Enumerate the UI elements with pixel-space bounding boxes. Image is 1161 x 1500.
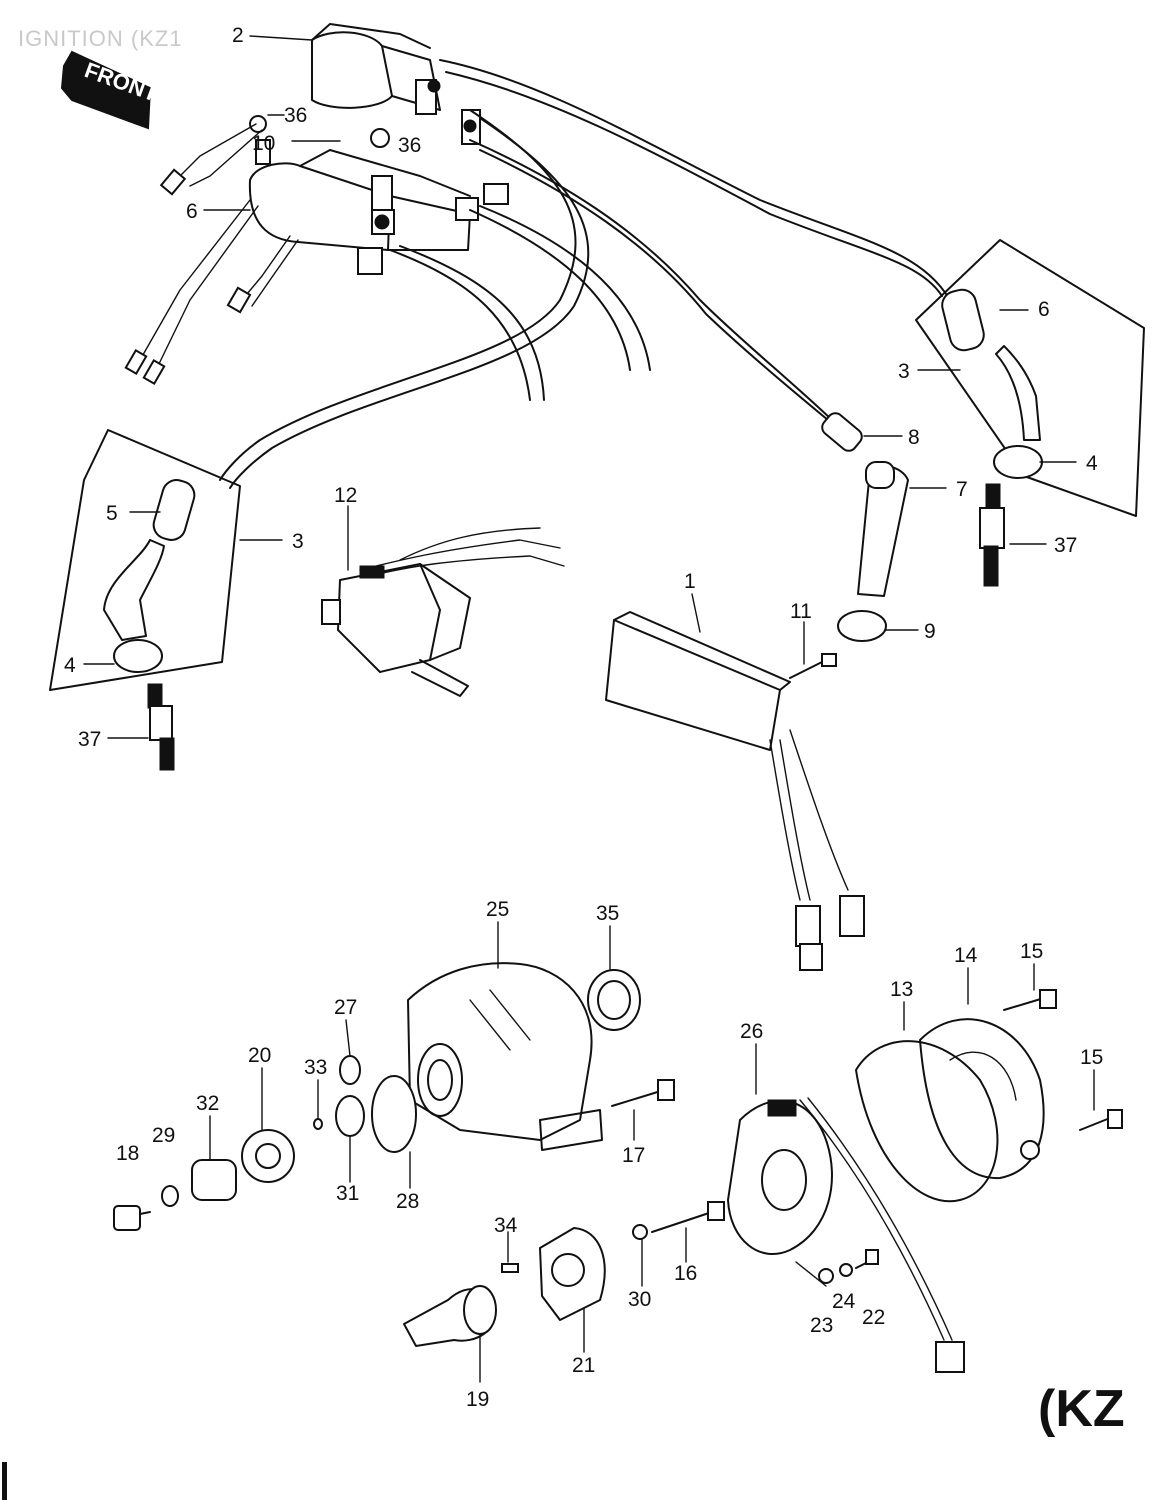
callout-numbers: 2 36 10 36 6 6 3 8 4 7 37 12 5 3 1 11 9 …: [64, 24, 1103, 1411]
callout-37-left: 37: [78, 728, 101, 751]
callout-17: 17: [622, 1144, 645, 1167]
callout-1: 1: [684, 570, 696, 593]
callout-32: 32: [196, 1092, 219, 1115]
callout-34: 34: [494, 1214, 518, 1237]
plug-cap-panel-right: [915, 239, 1145, 517]
callout-16: 16: [674, 1262, 697, 1285]
callout-25: 25: [486, 898, 509, 921]
callout-6-left: 6: [186, 200, 198, 223]
bolt-15-lower: [1079, 1109, 1123, 1131]
timing-advancer-19: [403, 1285, 497, 1347]
callout-23: 23: [810, 1314, 833, 1337]
bolt-17: [611, 1079, 675, 1107]
callout-27: 27: [334, 996, 357, 1019]
bolt-16: [651, 1201, 725, 1233]
callout-13: 13: [890, 978, 913, 1001]
callout-36-left: 36: [284, 104, 307, 127]
pickup-housing-25: [407, 962, 603, 1151]
spark-plug-left: [147, 683, 175, 771]
callout-5: 5: [106, 502, 118, 525]
plug-cap-7: [857, 461, 909, 597]
pin-33: [313, 1118, 323, 1130]
pin-34: [501, 1263, 519, 1273]
callout-3-left: 3: [292, 530, 304, 553]
callout-11: 11: [790, 600, 812, 623]
pickup-cover-14: [919, 1018, 1045, 1180]
callout-14: 14: [954, 944, 978, 967]
callout-37-right: 37: [1054, 534, 1077, 557]
rubber-boot-9: [837, 610, 887, 642]
callout-7: 7: [956, 478, 968, 501]
callout-21: 21: [572, 1354, 595, 1377]
gear-20: [241, 1129, 295, 1183]
callout-35: 35: [596, 902, 619, 925]
callout-30: 30: [628, 1288, 651, 1311]
page-edge-mark: [2, 1462, 7, 1500]
callout-6-right: 6: [1038, 298, 1050, 321]
callout-15-upper: 15: [1020, 940, 1043, 963]
callout-8: 8: [908, 426, 920, 449]
collar-32: [191, 1159, 237, 1201]
o-ring-27: [339, 1055, 361, 1085]
leader-lines: [83, 35, 1095, 1383]
high-tension-leads: [219, 59, 951, 489]
nut-36-left: [249, 115, 267, 133]
callout-24: 24: [832, 1290, 856, 1313]
callout-9: 9: [924, 620, 936, 643]
nut-36-right: [370, 128, 390, 148]
coil-primary-wires: [124, 123, 299, 386]
oil-seal-35: [587, 969, 641, 1031]
bolt-15-upper: [1003, 989, 1057, 1011]
pickup-coil-plate-26: [727, 1097, 965, 1373]
page-header: IGNITION (KZ1: [18, 26, 183, 51]
gasket-28: [371, 1075, 417, 1153]
callout-3-right: 3: [898, 360, 910, 383]
plug-cap-panel-left: [49, 429, 241, 691]
bolt-11: [789, 653, 837, 679]
ignition-coil-upper: [311, 23, 481, 145]
callout-15-lower: 15: [1080, 1046, 1103, 1069]
callout-26: 26: [740, 1020, 763, 1043]
callout-33: 33: [304, 1056, 327, 1079]
callout-4-left: 4: [64, 654, 76, 677]
callout-10: 10: [252, 132, 275, 155]
washer-29: [161, 1185, 179, 1207]
igniter-unit-1: [605, 611, 865, 971]
screw-set-22-24: [818, 1249, 879, 1284]
callout-31: 31: [336, 1182, 359, 1205]
bolt-18: [113, 1205, 151, 1231]
callout-22: 22: [862, 1306, 885, 1329]
callout-28: 28: [396, 1190, 419, 1213]
callout-36-right: 36: [398, 134, 421, 157]
callout-4-right: 4: [1086, 452, 1098, 475]
washer-31: [335, 1095, 365, 1137]
callout-18: 18: [116, 1142, 139, 1165]
washer-30: [632, 1224, 648, 1240]
rotor-21: [539, 1227, 606, 1321]
front-arrow-icon: FRONT: [60, 50, 162, 130]
callout-19: 19: [466, 1388, 489, 1411]
callout-29: 29: [152, 1124, 175, 1147]
callout-2: 2: [232, 24, 244, 47]
callout-12: 12: [334, 484, 357, 507]
spark-plug-right: [979, 483, 1005, 587]
gasket-13: [855, 1040, 999, 1203]
ignition-coil-lower: [248, 139, 509, 275]
regulator-12: [321, 527, 565, 697]
model-tag: (KZ: [1038, 1380, 1125, 1438]
callout-20: 20: [248, 1044, 271, 1067]
